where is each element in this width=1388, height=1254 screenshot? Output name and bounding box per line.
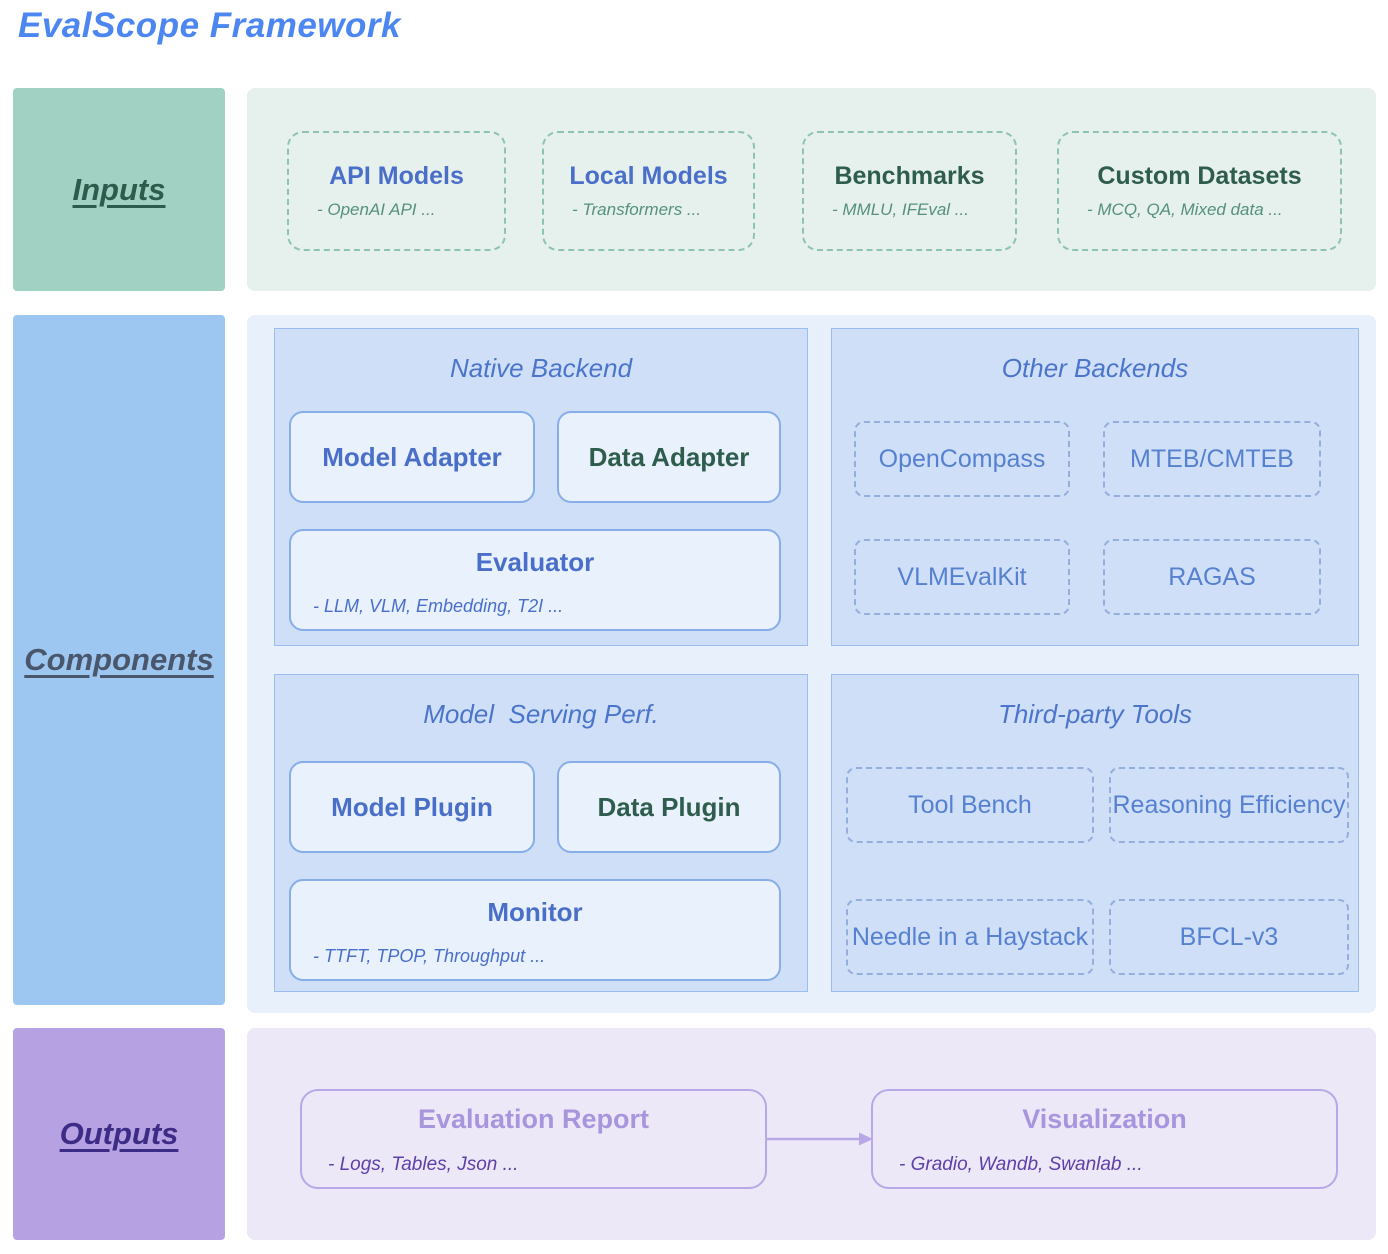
evaluator-title: Evaluator xyxy=(475,547,595,577)
monitor-subtitle: - TTFT, TPOP, Throughput ... xyxy=(313,946,546,966)
monitor-title: Monitor xyxy=(487,897,583,927)
model-serving-perf-panel: Model Serving Perf. Model Plugin Data Pl… xyxy=(274,674,808,992)
opencompass-box: OpenCompass xyxy=(854,421,1070,497)
needle-in-a-haystack-box: Needle in a Haystack xyxy=(846,899,1094,975)
bfcl-v3-box: BFCL-v3 xyxy=(1109,899,1349,975)
inputs-panel: API Models - OpenAI API ... Local Models… xyxy=(247,88,1376,291)
components-panel: Native Backend Model Adapter Data Adapte… xyxy=(247,315,1376,1013)
local-models-title: Local Models xyxy=(569,162,728,190)
ragas-box: RAGAS xyxy=(1103,539,1321,615)
outputs-label: Outputs xyxy=(59,1116,179,1151)
reasoning-efficiency-box: Reasoning Efficiency xyxy=(1109,767,1349,843)
visualization-subtitle: - Gradio, Wandb, Swanlab ... xyxy=(899,1154,1143,1175)
model-adapter-box: Model Adapter xyxy=(289,411,535,503)
custom-datasets-card: Custom Datasets - MCQ, QA, Mixed data ..… xyxy=(1057,131,1342,251)
third-party-tools-title: Third-party Tools xyxy=(997,699,1193,729)
api-models-card: API Models - OpenAI API ... xyxy=(287,131,506,251)
inputs-label: Inputs xyxy=(72,171,166,207)
evaluator-subtitle: - LLM, VLM, Embedding, T2I ... xyxy=(313,596,564,616)
model-plugin-box: Model Plugin xyxy=(289,761,535,853)
model-serving-perf-title: Model Serving Perf. xyxy=(423,699,659,729)
other-backends-panel: Other Backends OpenCompass MTEB/CMTEB VL… xyxy=(831,328,1359,646)
outputs-section-label-box: Outputs xyxy=(13,1028,225,1240)
local-models-subtitle: - Transformers ... xyxy=(572,200,702,219)
evaluation-report-box: Evaluation Report - Logs, Tables, Json .… xyxy=(300,1089,767,1189)
other-backends-title: Other Backends xyxy=(1001,353,1189,383)
mteb-cmteb-box: MTEB/CMTEB xyxy=(1103,421,1321,497)
vlmevalkit-box: VLMEvalKit xyxy=(854,539,1070,615)
api-models-title: API Models xyxy=(329,162,464,190)
page-title: EvalScope Framework xyxy=(18,6,401,45)
third-party-tools-panel: Third-party Tools Tool Bench Reasoning E… xyxy=(831,674,1359,992)
benchmarks-card: Benchmarks - MMLU, IFEval ... xyxy=(802,131,1017,251)
components-section-label-box: Components xyxy=(13,315,225,1005)
native-backend-title: Native Backend xyxy=(449,353,633,383)
data-plugin-box: Data Plugin xyxy=(557,761,781,853)
outputs-panel: Evaluation Report - Logs, Tables, Json .… xyxy=(247,1028,1376,1240)
data-adapter-box: Data Adapter xyxy=(557,411,781,503)
visualization-box: Visualization - Gradio, Wandb, Swanlab .… xyxy=(871,1089,1338,1189)
components-label: Components xyxy=(24,642,214,677)
evaluation-report-subtitle: - Logs, Tables, Json ... xyxy=(328,1154,519,1175)
local-models-card: Local Models - Transformers ... xyxy=(542,131,755,251)
benchmarks-subtitle: - MMLU, IFEval ... xyxy=(832,200,969,219)
custom-datasets-title: Custom Datasets xyxy=(1097,162,1302,190)
inputs-section-label-box: Inputs xyxy=(13,88,225,291)
benchmarks-title: Benchmarks xyxy=(834,162,985,190)
evaluator-box: Evaluator - LLM, VLM, Embedding, T2I ... xyxy=(289,529,781,631)
evaluation-report-title: Evaluation Report xyxy=(417,1104,650,1134)
native-backend-panel: Native Backend Model Adapter Data Adapte… xyxy=(274,328,808,646)
monitor-box: Monitor - TTFT, TPOP, Throughput ... xyxy=(289,879,781,981)
arrow-right-icon xyxy=(767,1132,873,1146)
custom-datasets-subtitle: - MCQ, QA, Mixed data ... xyxy=(1087,200,1283,219)
tool-bench-box: Tool Bench xyxy=(846,767,1094,843)
visualization-title: Visualization xyxy=(1022,1104,1187,1134)
api-models-subtitle: - OpenAI API ... xyxy=(317,200,436,219)
